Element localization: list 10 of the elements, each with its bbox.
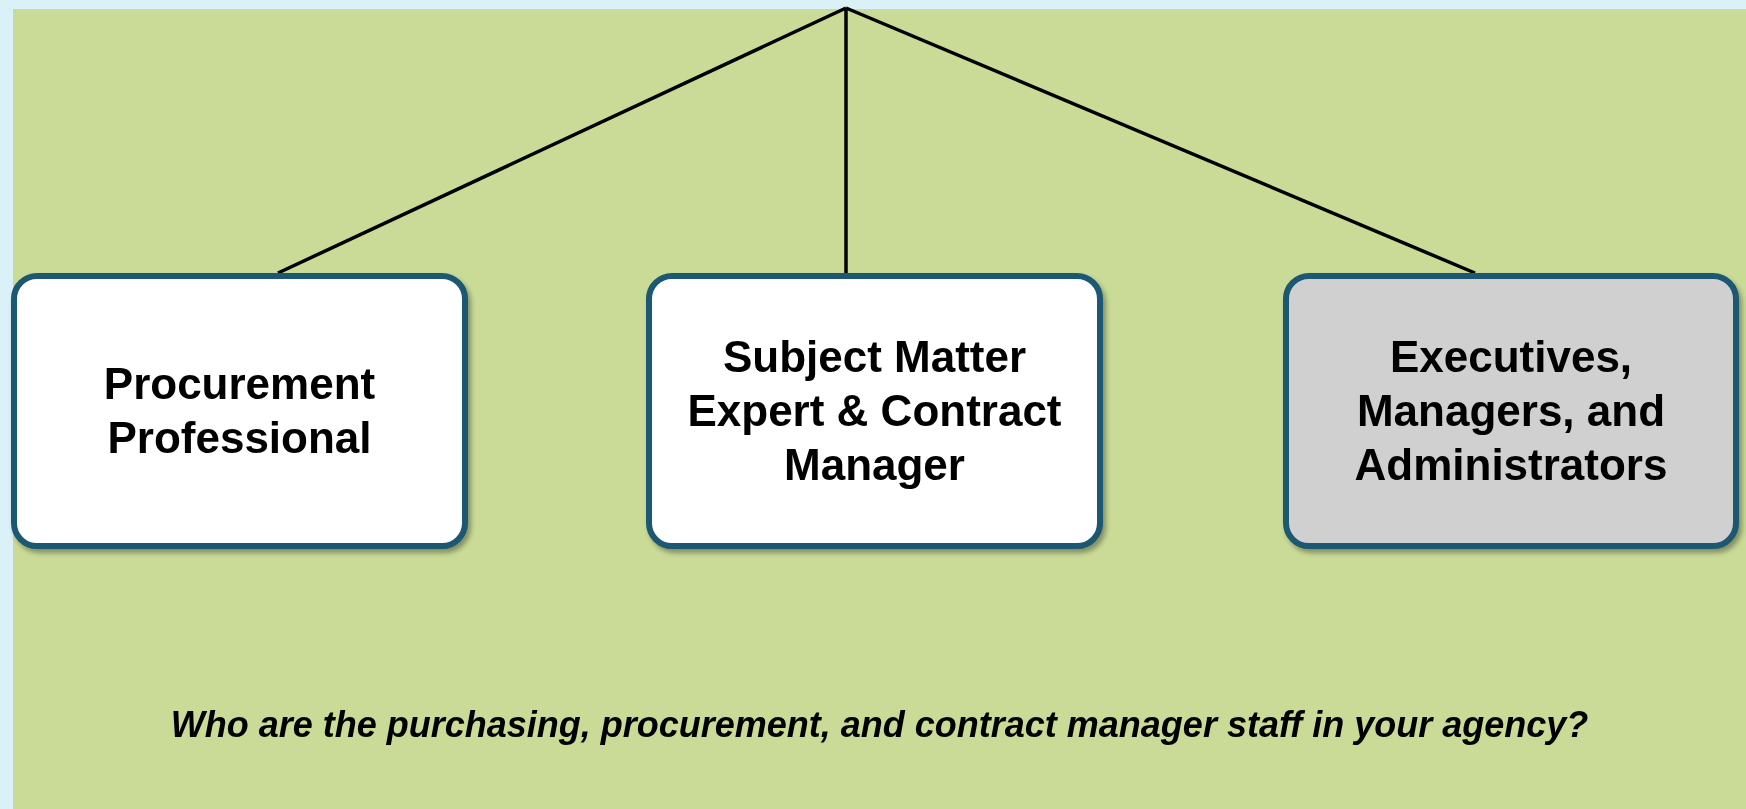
- connector-line: [277, 6, 847, 275]
- role-box: [1283, 273, 1739, 549]
- connector-line: [844, 8, 848, 273]
- role-box: [11, 273, 468, 549]
- role-label: Executives, Managers, and Administrators: [1353, 330, 1669, 492]
- question-caption: Who are the purchasing, procurement, and contract manager staff in your agency?: [169, 703, 1590, 747]
- connector-line: [845, 6, 1476, 275]
- role-label: Subject Matter Expert & Contract Manager: [686, 330, 1063, 492]
- role-box: [646, 273, 1103, 549]
- role-label: Procurement Professional: [102, 357, 377, 464]
